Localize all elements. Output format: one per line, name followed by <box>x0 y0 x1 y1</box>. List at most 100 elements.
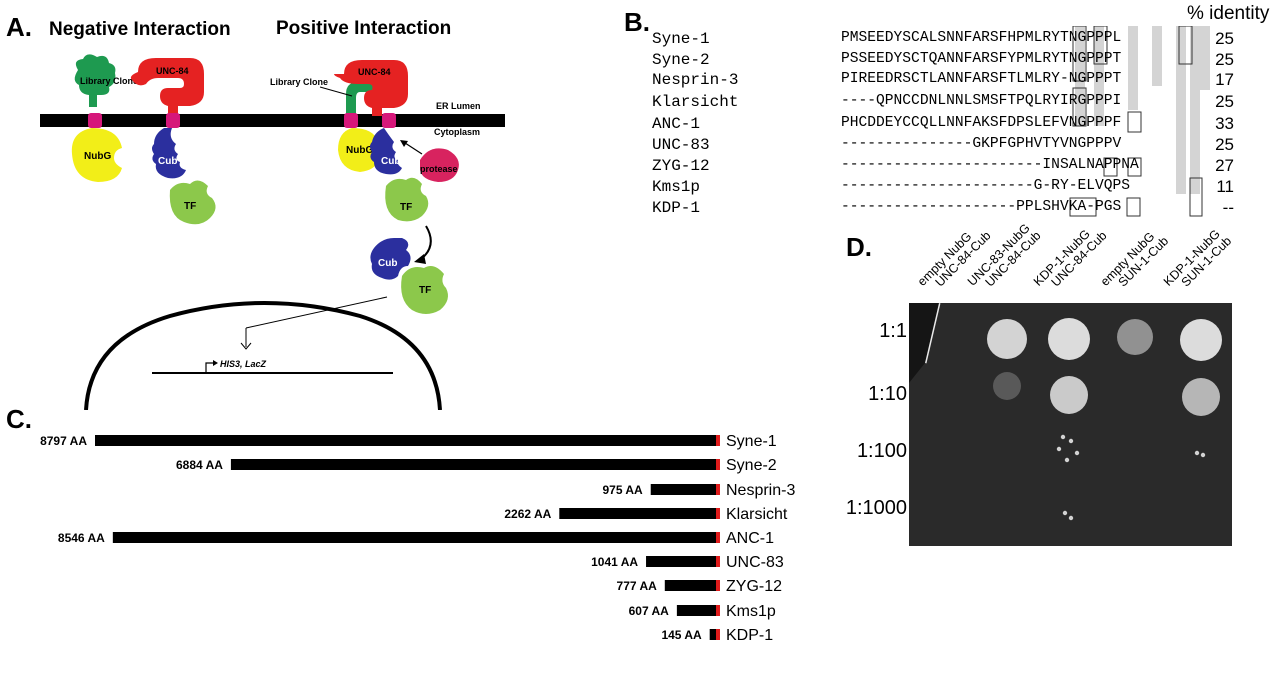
tf-free-shape <box>401 266 448 314</box>
tf-pos-shape <box>385 177 429 222</box>
cub-neg-label: Cub <box>158 156 177 167</box>
panel-c-letter: C. <box>6 404 32 434</box>
alignment-protein-name: Nesprin-3 <box>652 71 739 89</box>
alignment-protein-name: Syne-1 <box>652 30 710 48</box>
protein-name-label: ZYG-12 <box>726 578 782 595</box>
junction-neg-1 <box>88 113 102 128</box>
protein-length-label: 2262 AA <box>504 507 551 521</box>
percent-identity-value: 25 <box>1215 92 1234 111</box>
percent-identity-value: 17 <box>1215 70 1234 89</box>
protein-length-bar <box>559 508 720 519</box>
kash-domain-mark <box>716 532 720 543</box>
protein-length-bar <box>646 556 720 567</box>
protein-length-bar <box>650 484 720 495</box>
dilution-label: 1:1000 <box>845 497 907 519</box>
dilution-label: 1:100 <box>856 440 907 462</box>
alignment-protein-name: ZYG-12 <box>652 157 710 175</box>
kash-domain-mark <box>716 435 720 446</box>
positive-interaction-title: Positive Interaction <box>276 18 452 39</box>
unc84-neg-label: UNC-84 <box>156 66 189 76</box>
cleavage-arrowhead <box>414 254 426 264</box>
protein-length-bar <box>230 459 720 470</box>
nubg-pos-label: NubG <box>346 145 373 156</box>
kash-domain-mark <box>716 580 720 591</box>
alignment-sequence: PMSEEDYSCALSNNFARSFHPMLRYTNGPPPL <box>841 30 1122 46</box>
protein-length-bar <box>676 605 720 616</box>
negative-interaction-title: Negative Interaction <box>49 19 231 40</box>
yeast-plate <box>909 303 1232 546</box>
conserved-column-highlight <box>1152 26 1162 86</box>
alignment-sequence: -----------------------INSALNAPPNA <box>841 157 1139 173</box>
panel-a-diagram: Library Clone NubG UNC-84 Cub TF UNC-84 … <box>40 54 505 410</box>
protease-arrowhead <box>400 140 408 147</box>
panel-b-letter: B. <box>624 7 650 37</box>
yeast-colony-spot <box>1048 318 1090 360</box>
protein-name-label: Kms1p <box>726 603 776 620</box>
protein-length-label: 8546 AA <box>58 531 105 545</box>
protein-length-bar <box>664 580 720 591</box>
protease-shape <box>420 148 459 182</box>
percent-identity-value: 25 <box>1215 29 1234 48</box>
library-clone-pos-label: Library Clone <box>270 77 328 87</box>
identical-residue-box <box>1127 157 1142 177</box>
protein-name-label: Klarsicht <box>726 506 788 523</box>
cub-neg-shape <box>152 128 186 179</box>
percent-identity-value: 11 <box>1216 177 1234 196</box>
cub-pos-shape <box>370 128 402 175</box>
panel-a-letter: A. <box>6 12 32 42</box>
percent-identity-value: 25 <box>1215 135 1234 154</box>
unc84-pos-shape <box>334 60 408 116</box>
cytoplasm-label: Cytoplasm <box>434 127 480 137</box>
alignment-protein-name: Klarsicht <box>652 93 739 111</box>
identical-residue-box <box>1103 157 1118 177</box>
alignment-sequence: PIREEDRSCTLANNFARSFTLMLRY-NGPPPT <box>841 71 1122 87</box>
conserved-column-highlight <box>1128 26 1138 110</box>
percent-identity-value: 25 <box>1215 50 1234 69</box>
nubg-neg-shape <box>71 128 122 182</box>
yeast-colony-spot <box>1180 319 1222 361</box>
conserved-column-highlight <box>1190 26 1200 194</box>
kash-domain-mark <box>716 629 720 640</box>
identical-residue-box <box>1126 197 1141 217</box>
yeast-colony-spot <box>1050 376 1088 414</box>
alignment-protein-name: ANC-1 <box>652 115 701 133</box>
protein-length-label: 777 AA <box>617 579 658 593</box>
protein-length-bar <box>112 532 721 543</box>
library-clone-neg-label: Library Clone <box>80 76 138 86</box>
yeast-colony-spot <box>1068 515 1074 521</box>
identity-header: % identity <box>1187 3 1270 24</box>
alignment-sequence: PSSEEDYSCTQANNFARSFYPMLRYTNGPPPT <box>841 51 1122 67</box>
reporter-label: HIS3, LacZ <box>220 359 267 369</box>
protein-length-label: 145 AA <box>661 628 702 642</box>
colony-spots <box>987 318 1222 521</box>
yeast-colony-spot <box>1117 319 1153 355</box>
library-clone-neg-shape <box>74 54 116 107</box>
er-membrane <box>40 114 505 127</box>
dilution-label: 1:10 <box>868 383 907 405</box>
protein-length-label: 1041 AA <box>591 555 638 569</box>
tf-neg-shape <box>169 180 216 225</box>
protease-label: protease <box>420 164 458 174</box>
protein-name-label: ANC-1 <box>726 530 774 547</box>
identical-residue-box <box>1189 177 1203 217</box>
junction-pos-2 <box>382 113 396 128</box>
percent-identity-value: 33 <box>1215 114 1234 133</box>
alignment-protein-name: Syne-2 <box>652 51 710 69</box>
tf-to-promoter-line <box>245 296 388 329</box>
kash-domain-mark <box>716 605 720 616</box>
yeast-colony-spot <box>1060 434 1066 440</box>
protein-length-label: 607 AA <box>629 604 670 618</box>
yeast-colony-spot <box>1194 450 1200 456</box>
percent-identity-value: -- <box>1222 198 1234 217</box>
yeast-colony-spot <box>987 319 1027 359</box>
protein-length-label: 8797 AA <box>40 434 87 448</box>
library-clone-pos-leader <box>319 86 353 97</box>
cub-free-label: Cub <box>378 258 397 269</box>
unc84-pos-label: UNC-84 <box>358 67 391 77</box>
yeast-colony-spot <box>1062 510 1068 516</box>
yeast-colony-spot <box>1056 446 1062 452</box>
nubg-neg-label: NubG <box>84 151 111 162</box>
